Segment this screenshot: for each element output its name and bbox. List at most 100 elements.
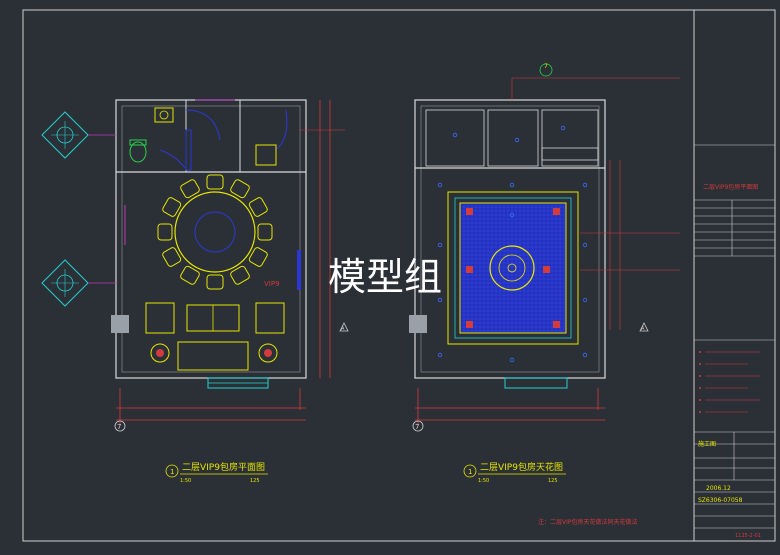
floor-plan-outer-wall (115, 99, 307, 379)
downlight (452, 132, 458, 138)
ceiling-plan: 7 7 A 1 二层VIP9包房天花图 1:50 125 注：二层VIP包房天花… (409, 63, 680, 526)
detail-bubble (539, 63, 553, 77)
drawing-title-bubble-number: 1 (170, 468, 174, 476)
elevation-index-symbol (41, 259, 89, 307)
dining-chair (230, 179, 250, 199)
toilet-fixture (129, 141, 147, 163)
title-block-drawing-title: 二层VIP9包房平面图 (703, 183, 758, 191)
sofa-right (255, 302, 285, 334)
corner-light (466, 266, 473, 273)
column (409, 315, 427, 333)
dining-chair (248, 197, 268, 217)
title-block-drawing-number: SZ6306-07058 (698, 497, 743, 504)
dining-table-lazy-susan (194, 211, 236, 253)
note-bullet (699, 375, 701, 377)
dining-chairs (157, 174, 273, 290)
corner-light (466, 208, 473, 215)
corner-light (553, 208, 560, 215)
cabinet-fixture (255, 144, 277, 166)
downlight (514, 137, 520, 143)
note-bullet (699, 387, 701, 389)
dining-chair (162, 197, 182, 217)
toilet-tank (129, 139, 147, 146)
title-block-company: 施工图 (698, 440, 716, 448)
note-bullet (699, 363, 701, 365)
ceiling-box (541, 109, 599, 167)
dining-chair (157, 223, 173, 241)
note-bullet (699, 351, 701, 353)
door-swing (185, 109, 221, 141)
side-table-left (150, 343, 170, 363)
blue-partition (185, 129, 192, 171)
downlight (582, 242, 588, 248)
title-block-page-number: 1125-2-01 (735, 533, 761, 539)
chandelier-outer (489, 245, 535, 291)
blue-window (297, 250, 301, 290)
downlight (509, 357, 515, 363)
long-sofa (177, 341, 249, 371)
downlight (437, 352, 443, 358)
drawing-title-bubble-number: 1 (468, 468, 472, 476)
title-block: 二层VIP9包房平面图 施工图 2006.12 SZ6306-07058 112… (694, 144, 775, 539)
dining-chair (180, 179, 200, 199)
side-table-right (258, 343, 278, 363)
detail-bubble-number: 7 (544, 63, 548, 70)
downlight (509, 212, 515, 218)
room-label: VIP9 (264, 280, 280, 288)
sink-fixture (154, 107, 174, 123)
dining-chair (206, 174, 224, 190)
ceiling-soffit-outer (447, 191, 579, 345)
grid-bubble-label: 7 (117, 423, 121, 431)
watermark: 模型组 (328, 255, 442, 299)
floor-plan: VIP9 7 A (41, 99, 349, 484)
dining-chair (248, 247, 268, 267)
downlight (582, 352, 588, 358)
elevation-index-symbol (41, 111, 89, 159)
dining-table (174, 191, 256, 273)
drawing-title: 二层VIP9包房天花图 (480, 461, 563, 473)
downlight (582, 297, 588, 303)
grid-axis-label: A (341, 326, 345, 332)
grid-axis-marker (639, 322, 649, 332)
door-swing (159, 149, 186, 169)
drawing-title: 二层VIP9包房平面图 (182, 461, 265, 473)
grid-bubble-label: 7 (415, 423, 419, 431)
bottom-note: 注：二层VIP包房天花做法同天花做法 (538, 518, 638, 526)
ceiling-grid-pattern (462, 205, 565, 332)
chandelier-core (507, 263, 517, 273)
corner-light (466, 321, 473, 328)
drawing-scale-denominator: 125 (548, 478, 558, 484)
entrance-steps (504, 377, 568, 389)
drawing-title-bubble (463, 464, 477, 478)
downlight (560, 125, 566, 131)
dining-chair (206, 274, 224, 290)
sofa-left (145, 302, 175, 334)
downlight (437, 182, 443, 188)
downlight (437, 242, 443, 248)
ceiling-inner-wall (420, 105, 600, 373)
side-table-left-lamp (156, 349, 164, 357)
note-bullet (699, 399, 701, 401)
grid-axis-label: A (641, 326, 645, 332)
ceiling-strip (541, 147, 599, 161)
drawing-scale: 1:50 (478, 478, 489, 484)
downlight (509, 182, 515, 188)
title-block-notes (699, 351, 760, 413)
drawing-scale-denominator: 125 (250, 478, 260, 484)
downlight (582, 182, 588, 188)
ceiling-box (487, 109, 539, 167)
side-table-right-lamp (264, 349, 272, 357)
note-bullet (699, 411, 701, 413)
door-swing (274, 109, 288, 151)
corner-light (553, 321, 560, 328)
sink-basin (159, 110, 169, 120)
ceiling-box (425, 109, 485, 167)
dining-chair (180, 265, 200, 285)
dining-chair (257, 223, 273, 241)
ceiling-soffit-mid (454, 197, 572, 339)
corner-light (543, 266, 550, 273)
grid-axis-marker (339, 322, 349, 332)
floor-plan-inner-wall (121, 105, 301, 373)
